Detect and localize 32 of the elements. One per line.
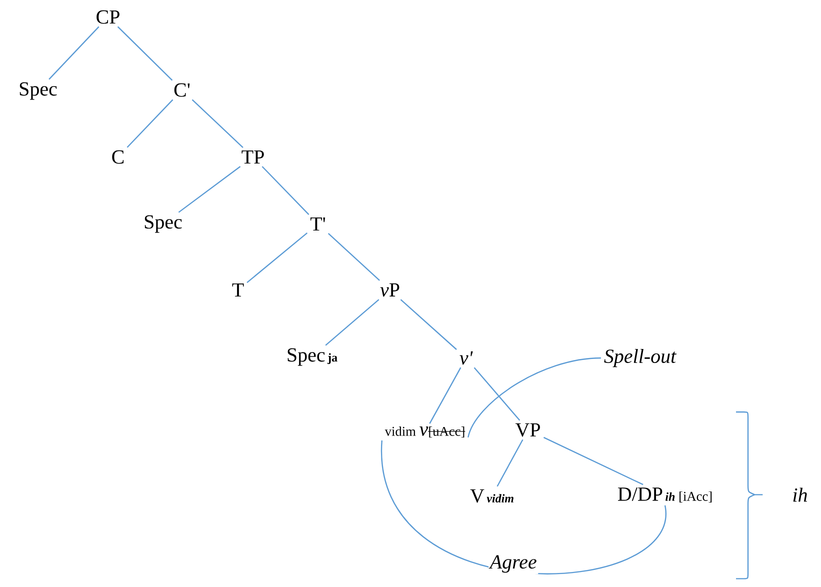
annotation-label: Spell-out bbox=[604, 348, 677, 368]
branch-line bbox=[496, 439, 524, 487]
tree-node-label: Spec ja bbox=[288, 348, 338, 366]
branch-line bbox=[429, 367, 462, 424]
branch-line bbox=[325, 299, 380, 346]
branch-line bbox=[400, 299, 457, 350]
tree-node-label: Spec bbox=[20, 82, 57, 100]
tree-node-label: C bbox=[112, 150, 124, 164]
branch-line bbox=[328, 233, 380, 281]
branch-line bbox=[543, 436, 644, 486]
tree-node-label: CP bbox=[96, 10, 120, 24]
tree-node-label: T bbox=[232, 283, 244, 297]
tree-node-label: C' bbox=[174, 83, 190, 97]
tree-node-label: VP bbox=[515, 423, 540, 437]
tree-node-label: v' bbox=[460, 351, 473, 365]
tree-node-label: vP bbox=[380, 283, 400, 297]
tree-node-label: TP bbox=[242, 150, 264, 164]
tree-node-label: D/DP ih [iAcc] bbox=[618, 488, 712, 502]
branch-line bbox=[192, 99, 244, 148]
tree-node-label: Spec bbox=[144, 215, 182, 233]
branch-line bbox=[48, 26, 100, 80]
edge-label: Agree bbox=[488, 555, 536, 573]
spell-out-arc bbox=[468, 357, 601, 438]
branch-line bbox=[178, 166, 241, 213]
branch-line bbox=[126, 99, 174, 148]
branch-line bbox=[246, 232, 308, 283]
tree-node-label: T' bbox=[310, 217, 326, 231]
branch-line bbox=[262, 166, 310, 215]
tree-node-label: Vvidim bbox=[470, 489, 514, 503]
bracket-label: ih bbox=[793, 488, 807, 502]
branch-line bbox=[474, 367, 520, 421]
branch-line bbox=[117, 26, 173, 81]
